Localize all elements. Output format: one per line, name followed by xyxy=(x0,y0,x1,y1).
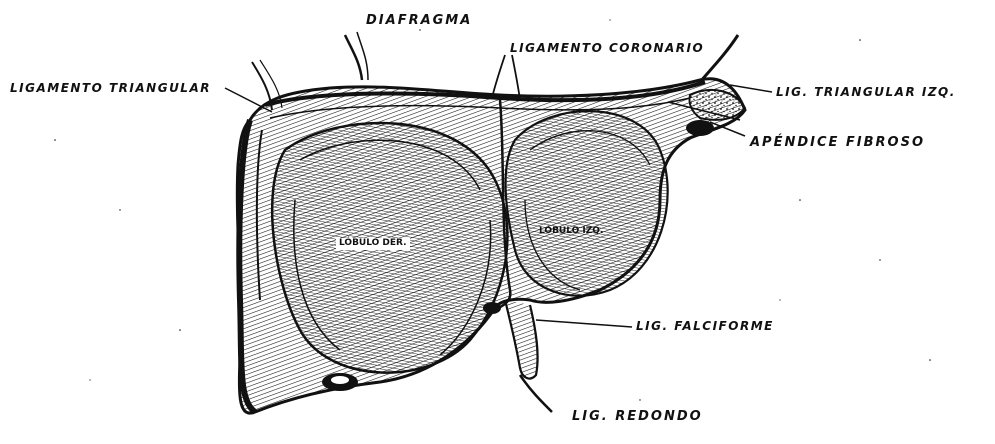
label-lig-redondo: LIG. REDONDO xyxy=(572,410,703,423)
label-lobulo-izq: LÓBULO IZQ. xyxy=(536,226,606,238)
label-lobulo-der: LÓBULO DER. xyxy=(336,238,410,250)
label-diafragma: DIAFRAGMA xyxy=(366,14,472,27)
left-tip-blob xyxy=(686,120,714,136)
label-lig-falciforme: LIG. FALCIFORME xyxy=(636,320,774,332)
label-lig-triangular-izq: LIG. TRIANGULAR IZQ. xyxy=(776,86,956,98)
left-lobe-dome xyxy=(506,111,668,296)
round-ligament xyxy=(505,300,538,379)
label-ligamento-triangular: LIGAMENTO TRIANGULAR xyxy=(10,82,211,94)
label-apendice-fibroso: APÉNDICE FIBROSO xyxy=(750,136,925,149)
label-ligamento-coronario: LIGAMENTO CORONARIO xyxy=(510,42,704,54)
